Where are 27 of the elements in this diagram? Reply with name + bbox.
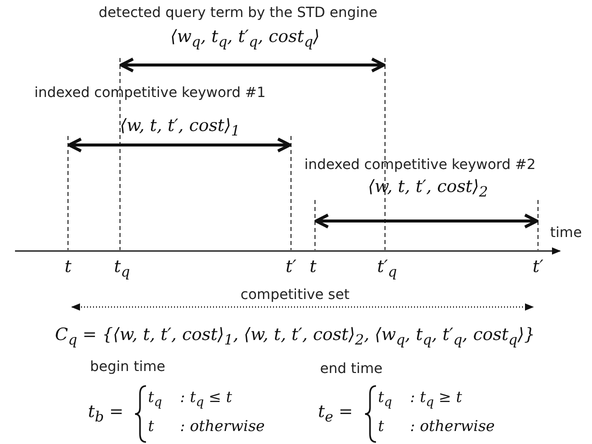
set-formula: C$_{q}$ = {⟨w, t, t′, cost⟩$_{1}$, ⟨w, t, t′, cost⟩$_{2}$, ⟨w$_{q}$, t$_{q}$, t′$_{q}$, cost$_{q}$⟩}: [55, 326, 535, 349]
formula-text: t$_{b}$ =: [88, 403, 124, 426]
caption-text: end time: [320, 362, 382, 378]
caption-text: competitive set: [240, 288, 350, 304]
formula-text: t: [148, 418, 154, 434]
tick-label: t: [310, 258, 316, 277]
tick-label: t′$_{q}$: [377, 258, 397, 281]
caption-text: indexed competitive keyword #2: [304, 158, 536, 174]
tick-label: t: [64, 258, 72, 277]
formula-text: t: [378, 418, 384, 434]
axis-label: time: [550, 226, 582, 242]
formula-text: t$_{e}$ =: [318, 403, 353, 426]
formula-text: t$_{q}$: [378, 389, 392, 409]
formula-text: : otherwise: [410, 418, 495, 434]
caption-text: detected query term by the STD engine: [98, 6, 378, 22]
tick-label: t$_{q}$: [114, 258, 130, 281]
caption-text: indexed competitive keyword #1: [34, 86, 266, 102]
tuple-formula: ⟨w, t, t′, cost⟩$_{1}$: [120, 117, 240, 140]
formula-text: : t$_{q}$ ≤ t: [180, 389, 232, 409]
tick-label: t′: [286, 258, 296, 277]
formula-text: t$_{q}$: [148, 389, 162, 409]
formula-text: : otherwise: [180, 418, 265, 434]
tuple-formula: ⟨w, t, t′, cost⟩$_{2}$: [368, 178, 488, 201]
tick-label: t′: [532, 258, 544, 277]
caption-text: begin time: [90, 360, 166, 376]
formula-text: : t$_{q}$ ≥ t: [410, 389, 462, 409]
tuple-formula: ⟨w$_{q}$, t$_{q}$, t′$_{q}$, cost$_{q}$⟩: [170, 28, 320, 51]
